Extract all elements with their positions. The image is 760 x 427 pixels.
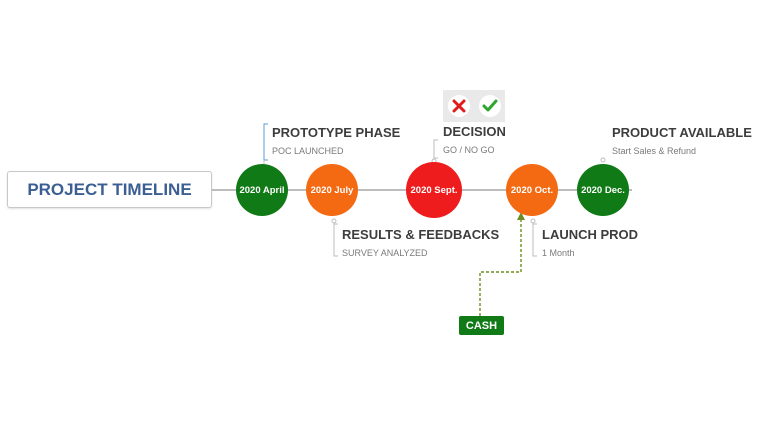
milestone-label: 2020 Dec. (581, 184, 625, 196)
product-available-label: PRODUCT AVAILABLE Start Sales & Refund (612, 125, 752, 156)
results-sub: SURVEY ANALYZED (342, 248, 428, 258)
results-heading: RESULTS & FEEDBACKS (342, 227, 500, 242)
launch-sub: 1 Month (542, 248, 575, 258)
decision-heading: DECISION (443, 124, 506, 139)
results-feedbacks-label: RESULTS & FEEDBACKS SURVEY ANALYZED (342, 227, 499, 258)
milestone-2020-dec: 2020 Dec. (577, 164, 629, 216)
prototype-phase-label: PROTOTYPE PHASE POC LAUNCHED (272, 125, 400, 156)
x-mark-icon (447, 95, 470, 117)
milestone-label: 2020 April (239, 184, 285, 196)
milestone-2020-oct: 2020 Oct. (506, 164, 558, 216)
prototype-sub: POC LAUNCHED (272, 146, 344, 156)
decision-sub: GO / NO GO (443, 145, 495, 155)
prototype-heading: PROTOTYPE PHASE (272, 125, 401, 140)
cash-badge: CASH (459, 316, 504, 335)
product-heading: PRODUCT AVAILABLE (612, 125, 752, 140)
milestone-label: 2020 Oct. (510, 184, 554, 196)
launch-heading: LAUNCH PROD (542, 227, 639, 242)
product-sub: Start Sales & Refund (612, 146, 697, 156)
decision-label: DECISION GO / NO GO (443, 124, 506, 155)
milestone-2020-july: 2020 July (306, 164, 358, 216)
milestone-2020-sept: 2020 Sept. (406, 162, 462, 218)
launch-prod-label: LAUNCH PROD 1 Month (542, 227, 638, 258)
milestone-label: 2020 Sept. (410, 184, 458, 196)
milestone-2020-april: 2020 April (236, 164, 288, 216)
milestone-label: 2020 July (310, 184, 354, 196)
check-mark-icon (478, 95, 501, 117)
page-title: PROJECT TIMELINE (7, 171, 212, 208)
decision-icons (443, 90, 505, 122)
